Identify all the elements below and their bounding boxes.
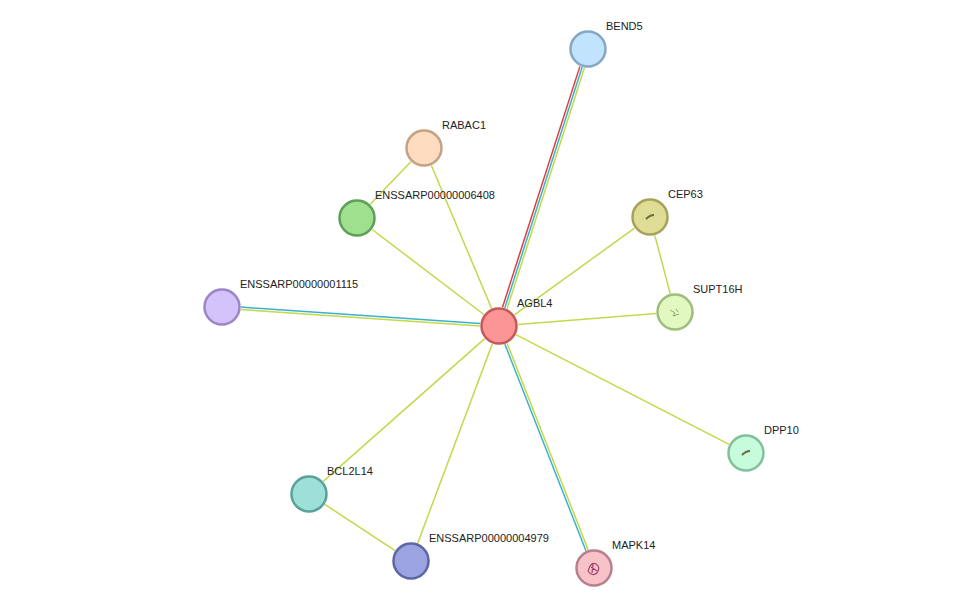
evidence-line — [505, 67, 582, 308]
interaction-edge — [241, 307, 480, 326]
protein-node: AGBL4 — [480, 307, 518, 345]
protein-node: RABAC1 — [405, 129, 443, 167]
node-circle — [290, 475, 328, 513]
node-circle — [392, 542, 430, 580]
node-label: CEP63 — [668, 188, 703, 201]
node-label: ENSSARP00000004979 — [429, 532, 549, 545]
node-circle — [338, 199, 376, 237]
interaction-edge — [516, 335, 729, 445]
protein-node: BEND5 — [569, 30, 607, 68]
evidence-line — [514, 228, 634, 315]
interaction-edge — [325, 504, 395, 550]
evidence-line — [655, 235, 670, 293]
evidence-line — [503, 66, 580, 307]
node-circle — [727, 434, 765, 472]
interaction-edge — [505, 343, 588, 551]
interaction-edge — [372, 230, 484, 315]
interaction-edge — [655, 235, 670, 293]
evidence-line — [516, 335, 729, 445]
node-circle — [203, 288, 241, 326]
evidence-line — [241, 309, 480, 325]
evidence-line — [518, 314, 656, 325]
interaction-edge — [418, 344, 493, 543]
protein-node: DPP10 — [727, 434, 765, 472]
interaction-edge — [431, 166, 491, 309]
node-circle — [631, 198, 669, 236]
interaction-edge — [323, 339, 485, 482]
node-label: BCL2L14 — [327, 465, 373, 478]
protein-node: MAPK14 — [575, 549, 613, 587]
protein-node: ENSSARP00000001115 — [203, 288, 241, 326]
evidence-line — [323, 339, 485, 482]
evidence-line — [505, 344, 586, 551]
node-label: RABAC1 — [442, 119, 486, 132]
node-circle — [480, 307, 518, 345]
evidence-line — [418, 344, 493, 543]
evidence-line — [325, 504, 395, 550]
node-label: ENSSARP00000006408 — [375, 189, 495, 202]
evidence-line — [507, 343, 588, 550]
interaction-edge — [514, 228, 634, 315]
evidence-line — [431, 166, 491, 309]
node-label: ENSSARP00000001115 — [240, 278, 358, 291]
evidence-line — [241, 307, 480, 323]
node-circle — [405, 129, 443, 167]
node-label: MAPK14 — [612, 539, 655, 552]
evidence-line — [372, 230, 484, 315]
protein-node: ENSSARP00000006408 — [338, 199, 376, 237]
node-label: SUPT16H — [693, 283, 743, 296]
protein-node: CEP63 — [631, 198, 669, 236]
node-circle — [575, 549, 613, 587]
protein-node: BCL2L14 — [290, 475, 328, 513]
interaction-edge — [518, 314, 656, 325]
protein-node: SUPT16H — [656, 293, 694, 331]
node-label: AGBL4 — [517, 297, 552, 310]
protein-node: ENSSARP00000004979 — [392, 542, 430, 580]
node-label: BEND5 — [606, 20, 643, 33]
node-circle — [569, 30, 607, 68]
node-label: DPP10 — [764, 424, 799, 437]
node-circle — [656, 293, 694, 331]
